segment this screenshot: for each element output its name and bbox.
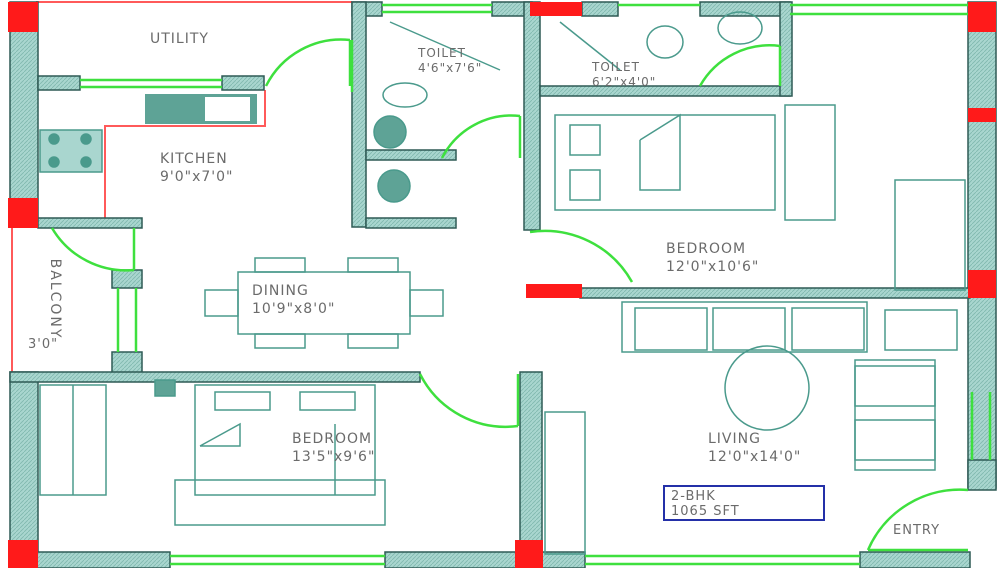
- room-label-entry: ENTRY: [893, 523, 941, 538]
- bedroom-2-size: 13'5"x9'6": [292, 449, 376, 465]
- bedroom-2-name: BEDROOM: [292, 431, 373, 447]
- toilet-1-name: TOILET: [418, 46, 466, 60]
- badge-type: 2-BHK: [671, 489, 716, 504]
- columns: [8, 2, 996, 568]
- room-label-toilet-1: TOILET 4'6"x7'6": [418, 46, 482, 76]
- living-name: LIVING: [708, 431, 761, 447]
- room-label-toilet-2: TOILET 6'2"x4'0": [592, 60, 656, 90]
- site-boundary: [11, 1, 352, 372]
- dining-size: 10'9"x8'0": [252, 301, 336, 317]
- balcony-size: 3'0": [28, 337, 59, 352]
- room-label-utility: UTILITY: [150, 30, 209, 48]
- room-label-living: LIVING 12'0"x14'0": [708, 430, 801, 466]
- toilet-2-name: TOILET: [592, 60, 640, 74]
- room-label-dining: DINING 10'9"x8'0": [252, 282, 335, 318]
- room-label-bedroom-1: BEDROOM 12'0"x10'6": [666, 240, 759, 276]
- toilet-1-size: 4'6"x7'6": [418, 61, 483, 75]
- utility-name: UTILITY: [150, 31, 209, 47]
- living-size: 12'0"x14'0": [708, 449, 802, 465]
- badge-area: 1065 SFT: [671, 504, 740, 519]
- room-label-kitchen: KITCHEN 9'0"x7'0": [160, 150, 234, 186]
- dining-name: DINING: [252, 283, 309, 299]
- bedroom-1-name: BEDROOM: [666, 241, 747, 257]
- windows-doors: [50, 3, 992, 566]
- kitchen-size: 9'0"x7'0": [160, 169, 234, 185]
- furniture: [39, 11, 966, 555]
- area-badge: 2-BHK 1065 SFT: [663, 485, 825, 521]
- kitchen-name: KITCHEN: [160, 151, 228, 167]
- room-label-balcony: BALCONY: [47, 258, 63, 340]
- toilet-2-size: 6'2"x4'0": [592, 75, 657, 89]
- room-label-bedroom-2: BEDROOM 13'5"x9'6": [292, 430, 375, 466]
- bedroom-1-size: 12'0"x10'6": [666, 259, 760, 275]
